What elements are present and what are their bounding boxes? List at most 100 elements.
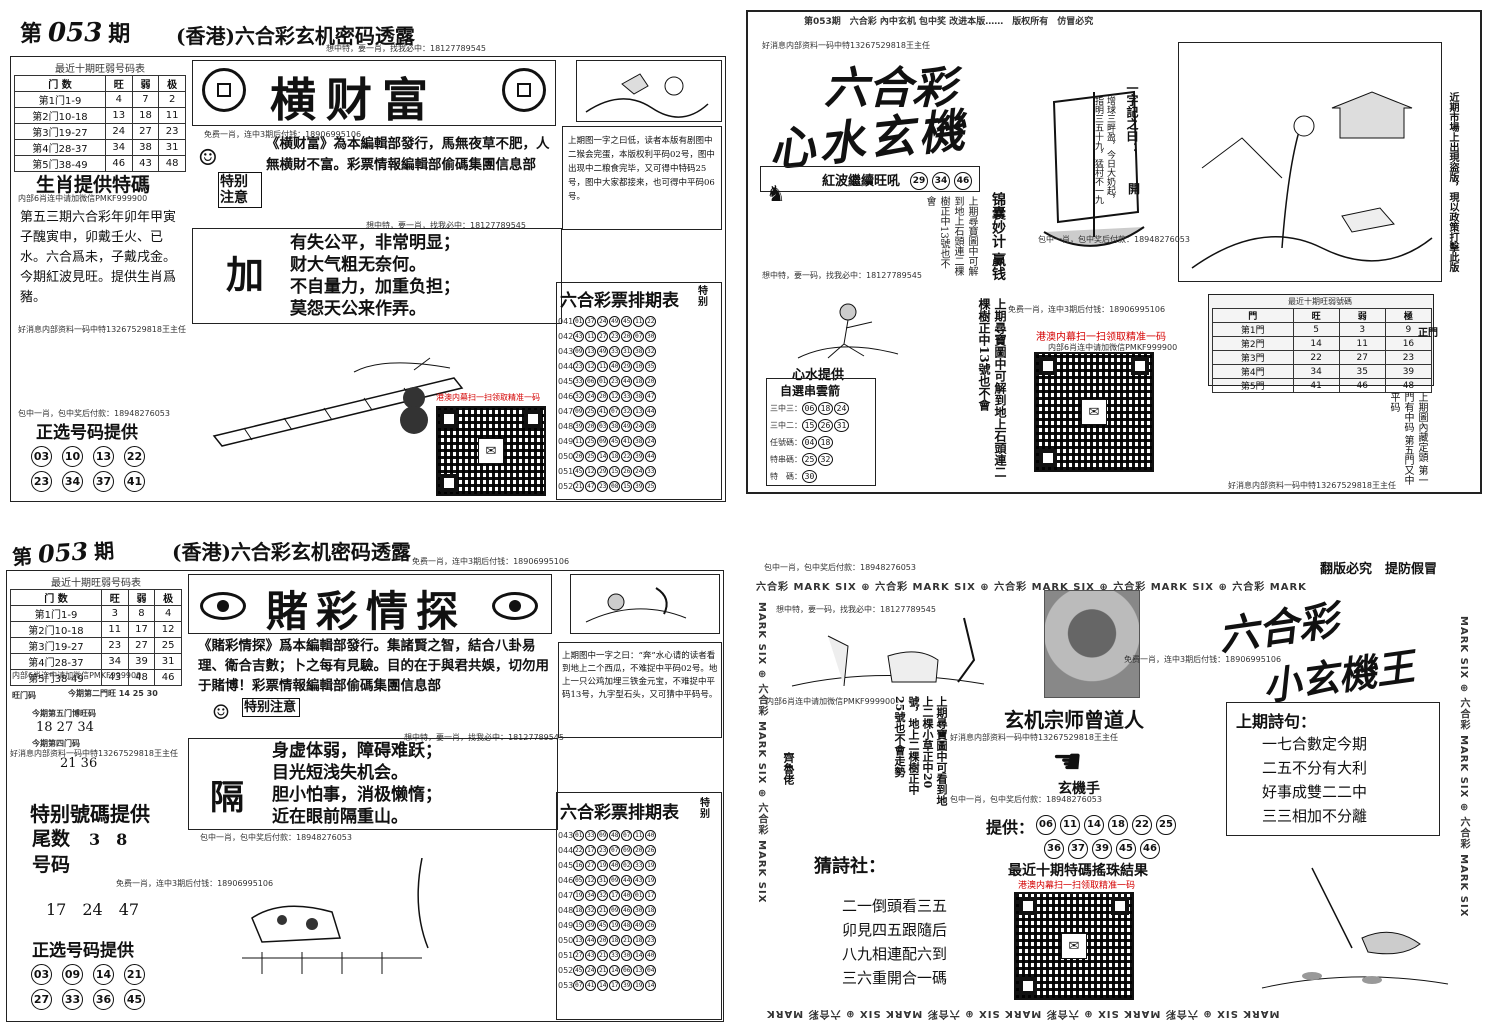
- pay-note-2: 包中一肖，包中奖后付款：18948276053: [950, 795, 1102, 804]
- qr-code[interactable]: ✉: [1034, 352, 1154, 472]
- stat-cell: 25: [154, 637, 182, 654]
- schedule-ball: 27: [585, 860, 597, 871]
- stat-header-cell: 旺: [104, 75, 133, 92]
- combo-ball: 30: [802, 470, 817, 483]
- pay-note: 包中一肖，包中奖后付款：18948276053: [1038, 235, 1190, 244]
- schedule-ball: 21: [597, 950, 609, 961]
- number-ball: 22: [124, 446, 145, 467]
- schedule-ball: 38: [633, 391, 645, 402]
- schedule-period: 052: [558, 482, 574, 491]
- stat-cell: 22: [1292, 350, 1340, 365]
- red-wave-label: 紅波繼續旺吼: [822, 174, 901, 189]
- stat-cell: 13: [104, 107, 133, 124]
- schedule-ball: 07: [633, 331, 645, 342]
- schedule-ball: 44: [585, 935, 597, 946]
- schedule-period: 048: [558, 906, 574, 915]
- schedule-ball: 47: [645, 391, 657, 402]
- schedule-ball: 14: [633, 950, 645, 961]
- schedule-ball: 24: [585, 965, 597, 976]
- schedule-ball: 01: [633, 890, 645, 901]
- schedule-ball: 27: [573, 950, 585, 961]
- number-ball: 13: [93, 446, 114, 467]
- schedule-ball: 40: [645, 950, 657, 961]
- tip-column: 上期尋寶圖中可看到地上二棵小草正中20號，地上二棵樹正中25號也不會走勢: [893, 696, 948, 806]
- schedule-ball: 21: [573, 481, 585, 492]
- provide-ball: 36: [1044, 838, 1064, 859]
- hand-label: 玄機手: [1058, 781, 1100, 797]
- side-notice: 近期市場上出現盜版，現以政策打擊此版: [1447, 92, 1458, 272]
- schedule-period: 045: [558, 861, 574, 870]
- schedule-period: 047: [558, 407, 574, 416]
- stat-cell: 第2門: [1212, 336, 1294, 351]
- banner-frame: [192, 60, 556, 126]
- hint-text: 上期图中一字之曰：“奔”水心请的读者看到地上二个西瓜，不难捉中平码02号。地上一…: [562, 651, 718, 700]
- cartoon-frame: [570, 574, 720, 634]
- schedule-ball: 11: [585, 331, 597, 342]
- schedule-ball: 09: [597, 830, 609, 841]
- five-nums: 18 27 34: [36, 720, 94, 735]
- stat-cell: 12: [154, 621, 182, 638]
- schedule-ball: 07: [609, 845, 621, 856]
- schedule-ball: 32: [573, 391, 585, 402]
- schedule-ball: 17: [609, 980, 621, 991]
- top-right-notice: 翻版必究 提防假冒: [1320, 562, 1438, 577]
- qr-sub: 内部6肖连中请加微信PMKF999900: [1048, 343, 1178, 352]
- schedule-period: 049: [558, 437, 574, 446]
- stat-cell: 23: [100, 637, 129, 654]
- schedule-ball: 06: [621, 965, 633, 976]
- lady-sketch: [1191, 91, 1433, 269]
- combo-ball: 18: [818, 402, 833, 415]
- stat-cell: 23: [1384, 350, 1433, 365]
- schedule-ball: 11: [633, 830, 645, 841]
- schedule-ball: 09: [597, 436, 609, 447]
- zodiac-title: 生肖提供特碼: [36, 174, 151, 196]
- schedule-ball: 45: [609, 436, 621, 447]
- provide-ball: 46: [1140, 838, 1160, 859]
- stat-cell: 第4门28-37: [14, 139, 106, 156]
- banner-title: 横财富: [270, 73, 438, 127]
- schedule-ball: 23: [645, 935, 657, 946]
- provide-ball: 11: [1060, 814, 1080, 835]
- free-note: 免费一肖，连中3期后付钱：18906995106: [204, 130, 362, 139]
- schedule-ball: 39: [633, 481, 645, 492]
- hint-char: 一字記之曰：: [1125, 82, 1139, 154]
- number-ball: 37: [93, 471, 114, 492]
- stat-cell: 14: [1292, 336, 1340, 351]
- schedule-ball: 01: [573, 830, 585, 841]
- recent-title: 最近十期特碼搖珠結果: [1008, 863, 1148, 879]
- wechat-note: 内部6肖连中请加微信PMKF999900: [18, 194, 148, 203]
- schedule-ball: 41: [621, 436, 633, 447]
- schedule-ball: 45: [573, 466, 585, 477]
- stat-cell: 3: [1338, 322, 1386, 337]
- hint-frame: [562, 126, 722, 230]
- qr-code[interactable]: ✉: [1014, 892, 1134, 1000]
- provide-ball: 45: [1116, 838, 1136, 859]
- today-two: 今期第二門旺 14 25 30: [68, 689, 158, 698]
- stat-cell: 48: [1384, 378, 1433, 393]
- scale-sketch: [212, 357, 464, 447]
- qr-code[interactable]: ✉: [436, 406, 546, 496]
- schedule-ball: 40: [621, 890, 633, 901]
- combo-label: 三中三：: [770, 404, 802, 413]
- schedule-ball: 19: [597, 860, 609, 871]
- stat-cell: 31: [158, 139, 186, 156]
- schedule-ball: 19: [645, 875, 657, 886]
- schedule-ball: 09: [573, 346, 585, 357]
- special-icon: ☺: [198, 146, 218, 171]
- schedule-ball: 20: [633, 845, 645, 856]
- combo-title: 自選串雲箭: [780, 384, 841, 398]
- schedule-ball: 26: [645, 845, 657, 856]
- schedule-ball: 39: [573, 421, 585, 432]
- schedule-ball: 24: [633, 466, 645, 477]
- column-text-2: 上期圖內藏定頭 第一門有中码 第五門又中平码: [1388, 392, 1427, 486]
- number-ball: 10: [62, 446, 83, 467]
- schedule-ball: 09: [609, 905, 621, 916]
- schedule-ball: 48: [621, 920, 633, 931]
- schedule-ball: 38: [609, 421, 621, 432]
- schedule-ball: 15: [609, 466, 621, 477]
